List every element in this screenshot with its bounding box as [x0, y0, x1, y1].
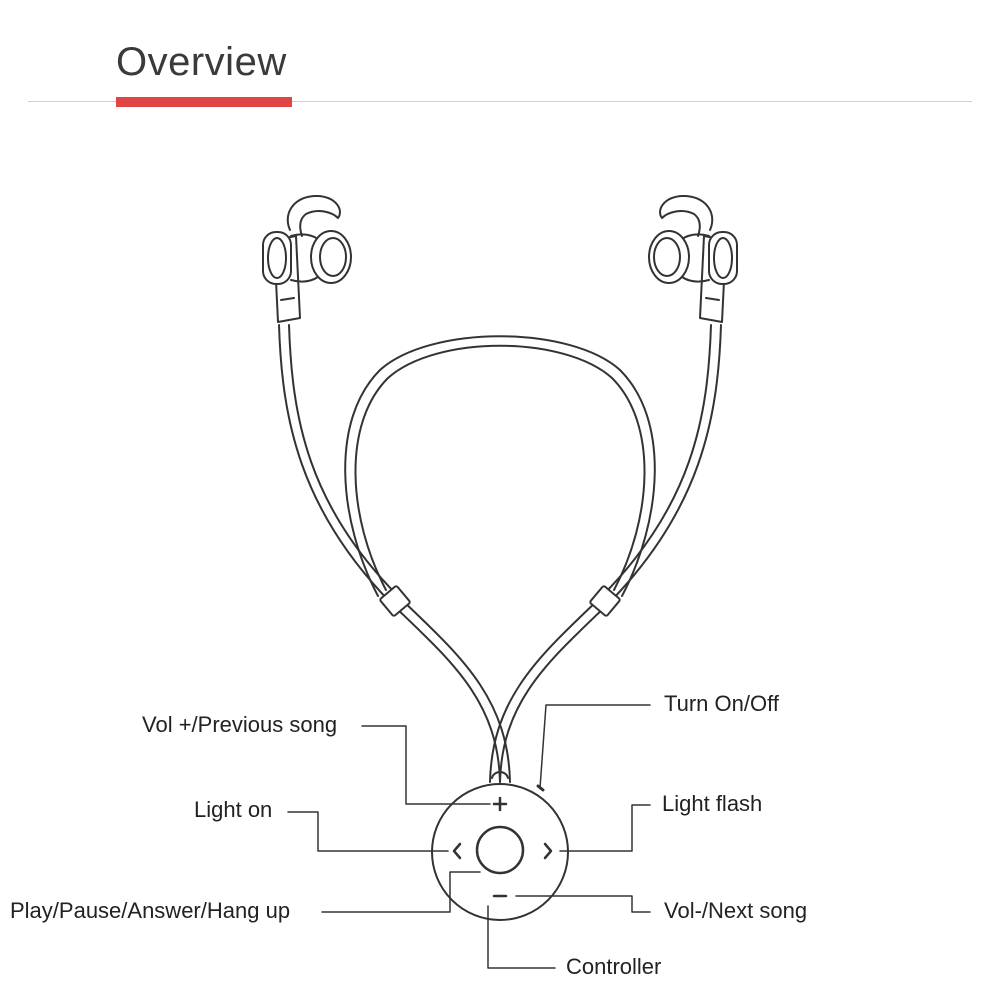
page-title: Overview [116, 40, 287, 84]
label-vol-up: Vol +/Previous song [142, 712, 338, 737]
header-divider [28, 101, 972, 102]
neck-loop [344, 335, 656, 597]
leader-turn-on-off [539, 704, 651, 789]
right-cable-clip [589, 585, 621, 617]
leader-lines [287, 704, 651, 969]
leader-vol-up [361, 725, 491, 805]
controller-icon [431, 771, 569, 921]
label-vol-down: Vol-/Next song [664, 898, 808, 923]
leader-controller [487, 905, 556, 969]
chevron-right-icon [543, 842, 553, 860]
label-play-pause: Play/Pause/Answer/Hang up [10, 898, 291, 923]
header-accent-bar [116, 97, 292, 107]
leader-light-flash [559, 804, 651, 852]
label-controller: Controller [566, 954, 662, 979]
leader-light-on [287, 811, 449, 852]
leader-play-pause [321, 871, 481, 913]
earbud-right-icon [648, 194, 738, 323]
plus-icon [492, 796, 508, 812]
label-turn-on-off: Turn On/Off [664, 691, 779, 716]
left-cable-clip [379, 585, 411, 617]
label-light-flash: Light flash [662, 791, 763, 816]
earbud-left-icon [262, 194, 352, 323]
label-light-on: Light on [194, 797, 273, 822]
chevron-left-icon [452, 842, 462, 860]
leader-vol-down [515, 895, 651, 913]
